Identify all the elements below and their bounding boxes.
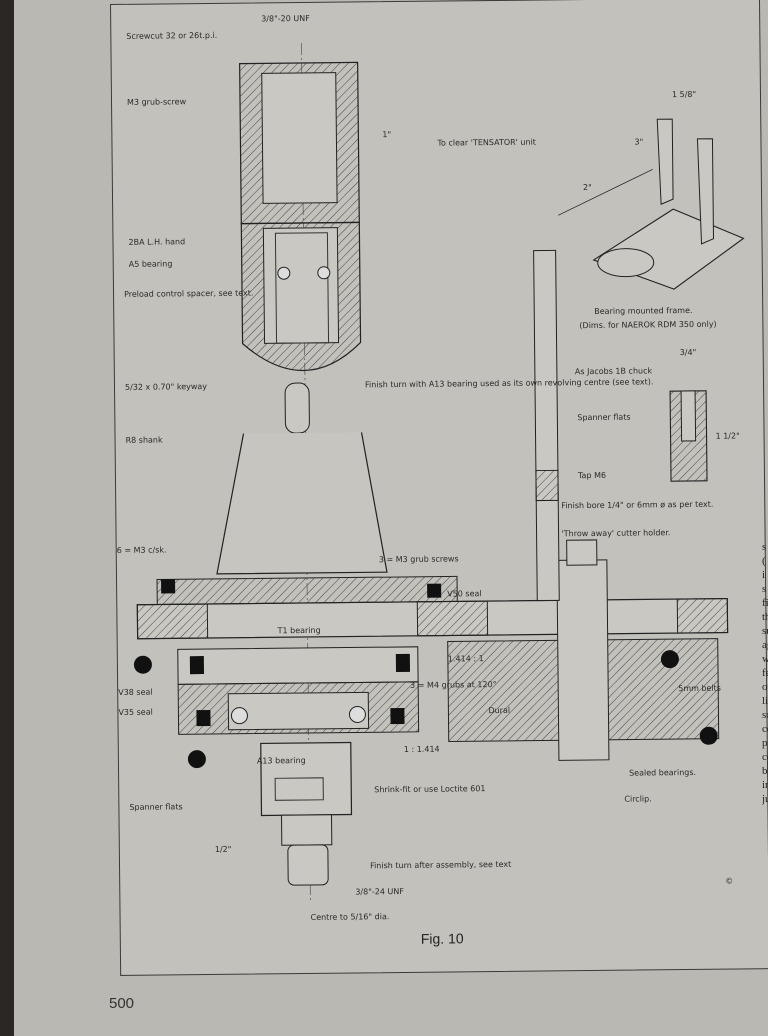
column-fragment: cos xyxy=(762,751,768,763)
label-v50: V50 seal xyxy=(447,589,482,598)
lower-spindle xyxy=(260,741,353,886)
technical-drawing: 3/8"-20 UNF Screwcut 32 or 26t.p.i. M3 g… xyxy=(117,14,745,947)
column-fragment: th xyxy=(762,611,768,623)
bearing-frame-sketch xyxy=(558,118,745,290)
label-dim-1in: 1" xyxy=(382,130,391,139)
label-finish-turn: Finish turn with A13 bearing used as its… xyxy=(365,377,653,389)
column-fragment: con xyxy=(762,723,768,735)
column-fragment: fee xyxy=(762,667,768,679)
label-left-hand: 2BA L.H. hand xyxy=(128,237,185,247)
column-fragment: fi xyxy=(762,597,768,609)
label-dim-3-4: 3/4" xyxy=(680,348,697,357)
column-fragment: pov xyxy=(762,737,768,749)
label-t1-bearing: T1 bearing xyxy=(277,626,321,635)
label-screwcut: Screwcut 32 or 26t.p.i. xyxy=(126,31,217,41)
label-shrink-fit: Shrink-fit or use Loctite 601 xyxy=(374,784,485,794)
column-fragment: son xyxy=(762,709,768,721)
label-csk: 6 = M3 c/sk. xyxy=(117,545,167,555)
cutter-holder xyxy=(669,390,708,482)
pulley-assembly xyxy=(133,249,729,769)
page-number: 500 xyxy=(109,995,135,1012)
label-spanner-flats-right: Spanner flats xyxy=(577,413,630,423)
column-fragment: lik xyxy=(762,695,768,707)
label-dim-1-1-2: 1 1/2" xyxy=(716,431,740,440)
column-fragment: big xyxy=(762,765,768,777)
label-dim-1-5-8: 1 5/8" xyxy=(672,90,696,99)
column-fragment: wi xyxy=(762,653,768,665)
column-fragment: i xyxy=(762,569,766,581)
copyright-mark: © xyxy=(725,877,733,886)
label-frame-dims: (Dims. for NAEROK RDM 350 only) xyxy=(579,320,716,330)
column-fragment: inde xyxy=(762,779,768,791)
label-dim-3: 3" xyxy=(634,137,643,146)
label-spanner-flats-left: Spanner flats xyxy=(129,802,182,812)
magazine-page: 3/8"-20 UNF Screwcut 32 or 26t.p.i. M3 g… xyxy=(14,0,768,1036)
label-belts: 5mm belts xyxy=(678,684,721,693)
label-preload: Preload control spacer, see text. xyxy=(124,289,253,299)
label-sealed-bearings: Sealed bearings. xyxy=(629,768,696,778)
label-throwaway: 'Throw away' cutter holder. xyxy=(562,528,671,538)
label-grub-screws-3: 3 = M3 grub screws xyxy=(379,554,459,564)
spindle-body xyxy=(216,61,388,575)
column-fragment: su xyxy=(762,625,768,637)
column-fragment: s xyxy=(762,541,767,553)
annotations: 3/8"-20 UNF Screwcut 32 or 26t.p.i. M3 g… xyxy=(117,14,740,922)
label-v35: V35 seal xyxy=(118,708,153,717)
label-centre: Centre to 5/16" dia. xyxy=(311,912,390,922)
label-thread-bottom: 3/8"-24 UNF xyxy=(355,887,404,897)
label-thread-top: 3/8"-20 UNF xyxy=(261,14,310,24)
label-dim-half: 1/2" xyxy=(215,845,232,854)
column-fragment: ( xyxy=(762,555,766,567)
label-grubs-120: 3 = M4 grubs at 120° xyxy=(410,680,497,690)
column-fragment: s xyxy=(762,583,767,595)
label-dural: Dural xyxy=(488,706,510,715)
label-ratio-bottom: 1 : 1.414 xyxy=(404,745,440,754)
label-circlip: Circlip. xyxy=(624,794,651,803)
column-fragment: ow xyxy=(762,681,768,693)
label-jacobs: As Jacobs 1B chuck xyxy=(575,366,653,376)
adjacent-column: s ( i s fi th su ag wi fee ow lik son co… xyxy=(762,540,768,806)
label-dim-2: 2" xyxy=(583,183,592,192)
label-shank: R8 shank xyxy=(126,435,163,444)
label-a13-bearing: A13 bearing xyxy=(257,756,306,766)
label-a5-bearing: A5 bearing xyxy=(129,259,173,268)
label-ratio-top: 1.414 : 1 xyxy=(448,654,484,663)
label-grub-screw: M3 grub-screw xyxy=(127,97,187,107)
column-fragment: just xyxy=(762,793,768,805)
label-finish-bore: Finish bore 1/4" or 6mm ø as per text. xyxy=(561,500,713,511)
label-keyway: 5/32 x 0.70" keyway xyxy=(125,382,207,392)
label-tensator: To clear 'TENSATOR' unit xyxy=(436,138,536,148)
drawing-frame: 3/8"-20 UNF Screwcut 32 or 26t.p.i. M3 g… xyxy=(110,0,768,976)
figure-caption: Fig. 10 xyxy=(421,930,464,946)
column-fragment: ag xyxy=(762,639,768,651)
label-v38: V38 seal xyxy=(118,688,153,697)
label-finish-after: Finish turn after assembly, see text xyxy=(370,860,511,870)
label-bearing-frame: Bearing mounted frame. xyxy=(594,306,692,316)
label-tap-m6: Tap M6 xyxy=(577,471,606,480)
